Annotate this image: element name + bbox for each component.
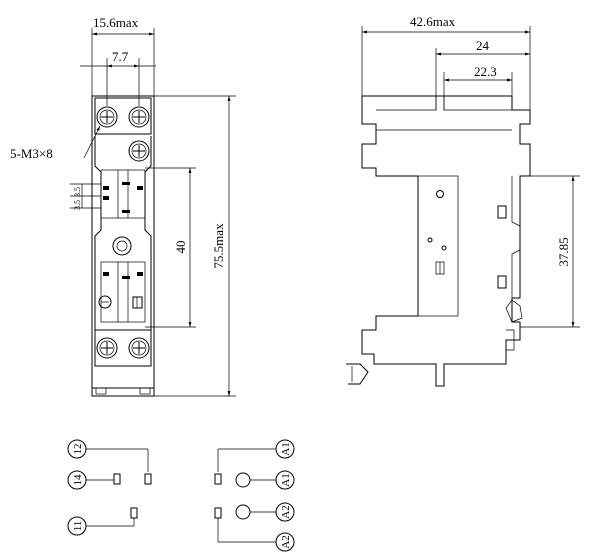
screw-icon — [96, 106, 118, 128]
pitch-label: 7.7 — [112, 49, 129, 64]
screw-icon — [128, 140, 150, 162]
width-label: 15.6max — [93, 15, 139, 30]
screw-label: 5-M3×8 — [10, 146, 53, 161]
height-max-label: 75.5max — [211, 223, 226, 269]
svg-text:A1: A1 — [280, 473, 292, 486]
screw-icon — [96, 337, 118, 359]
side-height-label: 37.85 — [556, 237, 571, 266]
side-dimensions: 42.6max 24 22.3 37.85 — [361, 14, 580, 328]
front-view — [91, 95, 155, 397]
small-dim-b: 3.5 — [73, 200, 82, 210]
height-40-label: 40 — [173, 241, 188, 254]
mounting-hole-icon — [112, 236, 132, 256]
terminal-diagram-coil: A1 A1 A2 A2 — [214, 439, 295, 552]
svg-text:A2: A2 — [280, 535, 292, 548]
side-width-22-label: 22.3 — [474, 64, 497, 79]
top-screw-block — [94, 97, 152, 135]
svg-text:A1: A1 — [280, 442, 292, 455]
terminal-a2-mid — [275, 502, 295, 522]
lower-contact-area — [100, 261, 146, 323]
screw-icon — [128, 337, 150, 359]
terminal-a1-mid — [275, 470, 295, 490]
side-width-max-label: 42.6max — [410, 14, 456, 29]
front-body-outline — [91, 95, 155, 397]
din-clip-left — [346, 363, 369, 385]
terminal-diagram-contacts: 12 14 11 — [67, 439, 152, 536]
upper-contact-area — [100, 169, 146, 219]
svg-text:14: 14 — [72, 474, 84, 486]
side-body-outline — [361, 95, 531, 387]
bottom-screw-block — [94, 329, 152, 367]
front-dimensions: 15.6max 7.7 5-M3×8 3.5 3.5 40 75.5max — [10, 15, 236, 397]
svg-text:A2: A2 — [280, 505, 292, 518]
small-dim-a: 3.5 — [73, 187, 82, 197]
side-view — [346, 95, 531, 387]
terminal-a2-bottom — [275, 532, 295, 552]
side-width-24-label: 24 — [476, 38, 490, 53]
svg-text:11: 11 — [72, 521, 84, 532]
screw-icon — [128, 106, 150, 128]
svg-text:12: 12 — [72, 444, 84, 455]
